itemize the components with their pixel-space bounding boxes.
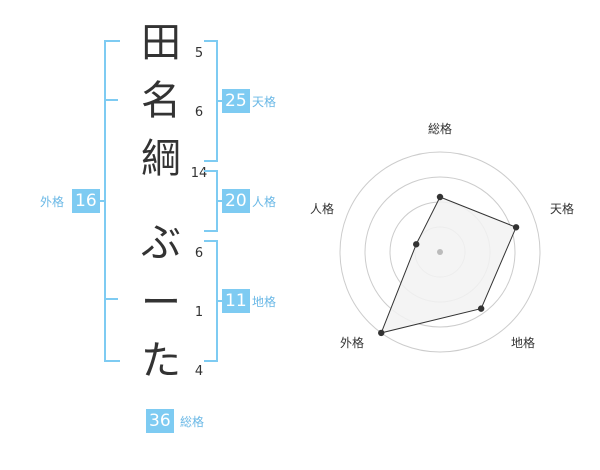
bracket-connector xyxy=(216,300,222,302)
stroke-count-1: 5 xyxy=(194,46,204,61)
stroke-count-3: 14 xyxy=(190,166,208,181)
soukaku-label: 総格 xyxy=(180,415,205,429)
radar-axis-label-jinkaku: 人格 xyxy=(310,202,335,216)
stroke-count-5: 1 xyxy=(194,305,204,320)
tenkaku-label: 天格 xyxy=(252,95,277,109)
name-char-4: ぶ xyxy=(141,220,181,266)
stroke-count-2: 6 xyxy=(194,105,204,120)
name-char-5: ー xyxy=(141,280,181,326)
name-char-6: た xyxy=(141,338,181,384)
gaikaku-value: 16 xyxy=(72,189,100,213)
chikaku-label: 地格 xyxy=(252,295,277,309)
stroke-count-6: 4 xyxy=(194,364,204,379)
radar-axis-label-soukaku: 総格 xyxy=(428,122,453,136)
radar-point-2 xyxy=(512,224,520,231)
radar-axis-label-gaikaku: 外格 xyxy=(340,336,365,350)
radar-axis-label-chikaku: 地格 xyxy=(511,336,536,350)
name-char-2: 名 xyxy=(141,78,181,124)
name-char-3: 綱 xyxy=(141,136,181,182)
jinkaku-label: 人格 xyxy=(252,195,277,209)
name-char-1: 田 xyxy=(141,20,181,66)
bracket-tick xyxy=(104,298,118,300)
jinkaku-value: 20 xyxy=(222,189,250,213)
radar-center-dot xyxy=(437,249,443,255)
radar-point-1 xyxy=(436,193,444,201)
chikaku-value: 11 xyxy=(222,289,250,313)
stroke-count-4: 6 xyxy=(194,246,204,261)
radar-grid-ring xyxy=(364,176,516,328)
gaikaku-bracket xyxy=(104,40,120,362)
bracket-tick xyxy=(104,99,118,101)
radar-grid-ring xyxy=(339,151,541,353)
radar-point-3 xyxy=(477,305,485,312)
radar-point-4 xyxy=(378,329,385,337)
radar-point-5 xyxy=(413,241,420,248)
radar-axis-label-tenkaku: 天格 xyxy=(550,202,575,216)
gaikaku-label: 外格 xyxy=(40,195,65,209)
tenkaku-value: 25 xyxy=(222,89,250,113)
soukaku-value: 36 xyxy=(146,409,174,433)
bracket-connector xyxy=(216,200,222,202)
radar-polygon xyxy=(380,196,517,334)
bracket-connector xyxy=(216,100,222,102)
bracket-connector xyxy=(96,200,104,202)
